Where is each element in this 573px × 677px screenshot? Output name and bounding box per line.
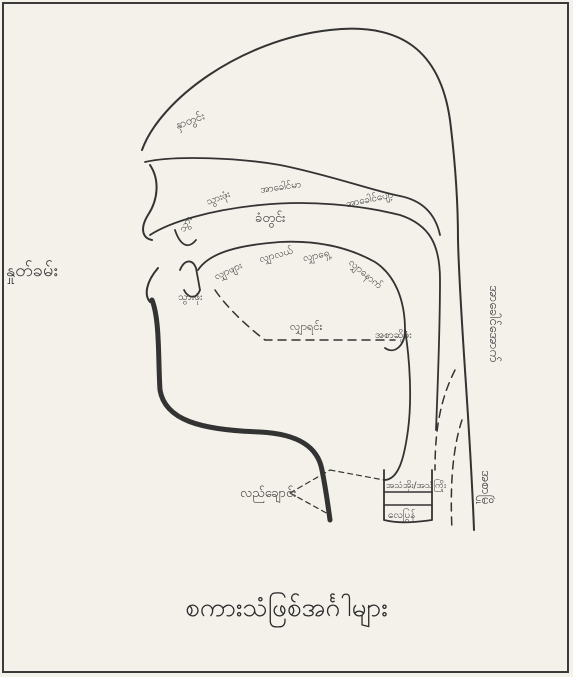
label-epiglottis: အစာဆို့ဖုံး <box>375 328 412 343</box>
label-vocal-folds: အသံအိုး/အသံကြိုး <box>386 479 447 492</box>
label-lips: နှုတ်ခမ်း <box>6 260 58 284</box>
label-tongue-blade: လျှာလယ် <box>258 244 295 267</box>
label-pharynx: အာခေါင်အောက် <box>486 285 502 362</box>
label-tongue-tip: လျှာဖျား <box>213 260 246 284</box>
label-larynx: လည်ချောင်း <box>240 485 297 503</box>
label-trachea: လေပြွန် <box>388 507 415 523</box>
label-tooth-ridge: သွားဖုံး <box>205 189 233 210</box>
label-nasal-cavity: နှာတွင်း <box>174 109 207 133</box>
upper-lip <box>143 165 157 240</box>
label-esophagus: အစာမြို <box>476 470 495 505</box>
label-oral-cavity: ခံတွင်း <box>255 210 285 228</box>
label-teeth-lower: သွားဖုံး <box>178 292 203 305</box>
trachea-dashed-line <box>451 420 462 530</box>
tongue-outline <box>198 242 405 351</box>
label-tongue-back: လျှာနောက် <box>345 256 385 293</box>
label-tongue-front: လျှာရှေ့ <box>302 247 333 266</box>
label-tongue-root: လျှာရင်း <box>290 320 322 335</box>
pharynx-wall <box>384 330 410 480</box>
lower-lip <box>147 268 158 302</box>
label-hard-palate: အာခေါင်မာ <box>259 177 301 196</box>
head-outline <box>142 29 474 530</box>
diagram-caption: စကားသံဖြစ်အင်္ဂါများ <box>0 590 573 629</box>
larynx-pointer <box>290 470 384 515</box>
palate-outline <box>150 203 440 430</box>
